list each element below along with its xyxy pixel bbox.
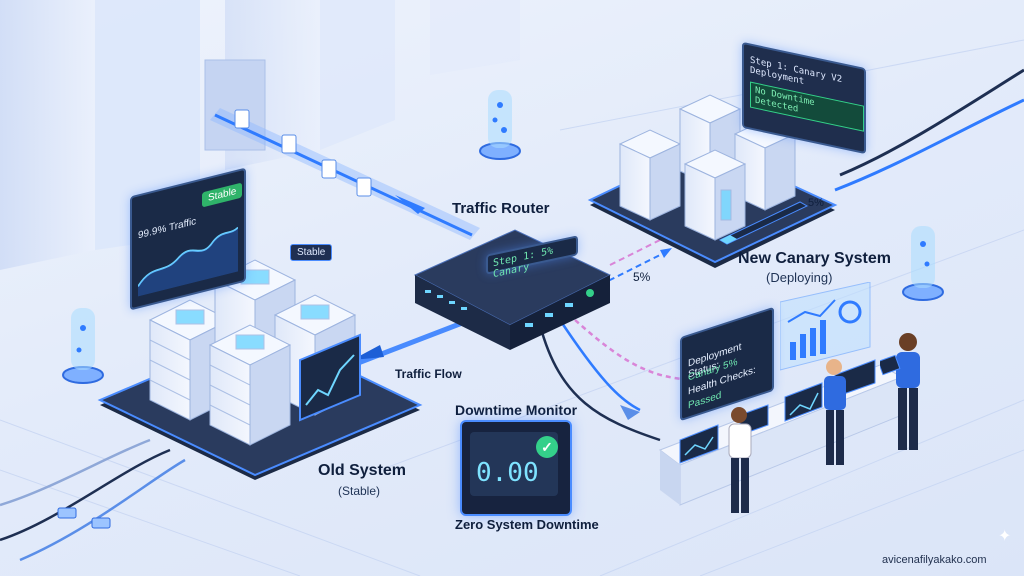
downtime-value: 0.00 bbox=[476, 458, 539, 488]
new-system-title: New Canary System bbox=[738, 250, 891, 268]
light-beacon-right bbox=[895, 220, 955, 310]
downtime-caption: Zero System Downtime bbox=[455, 517, 599, 532]
downtime-monitor-screen: 0.00 ✓ bbox=[460, 420, 572, 516]
old-system-subtitle: (Stable) bbox=[338, 484, 380, 498]
check-icon: ✓ bbox=[536, 436, 558, 458]
stable-badge: Stable bbox=[202, 182, 242, 207]
traffic-router-label: Traffic Router bbox=[452, 200, 550, 217]
rack-stable-badge: Stable bbox=[290, 244, 332, 261]
old-system-title: Old System bbox=[318, 462, 406, 480]
canary-progress-label: 5% bbox=[808, 197, 824, 209]
watermark-text: avicenafilyakako.com bbox=[882, 554, 987, 566]
sparkle-icon: ✦ bbox=[998, 526, 1011, 546]
engineer-with-tablet bbox=[880, 330, 940, 460]
canary-percent-label: 5% bbox=[633, 270, 650, 284]
traffic-router-device bbox=[405, 215, 615, 355]
light-beacon-top bbox=[470, 85, 530, 165]
downtime-monitor-title: Downtime Monitor bbox=[455, 402, 577, 418]
control-desk-with-engineers bbox=[650, 345, 910, 545]
traffic-flow-label: Traffic Flow bbox=[395, 367, 462, 381]
